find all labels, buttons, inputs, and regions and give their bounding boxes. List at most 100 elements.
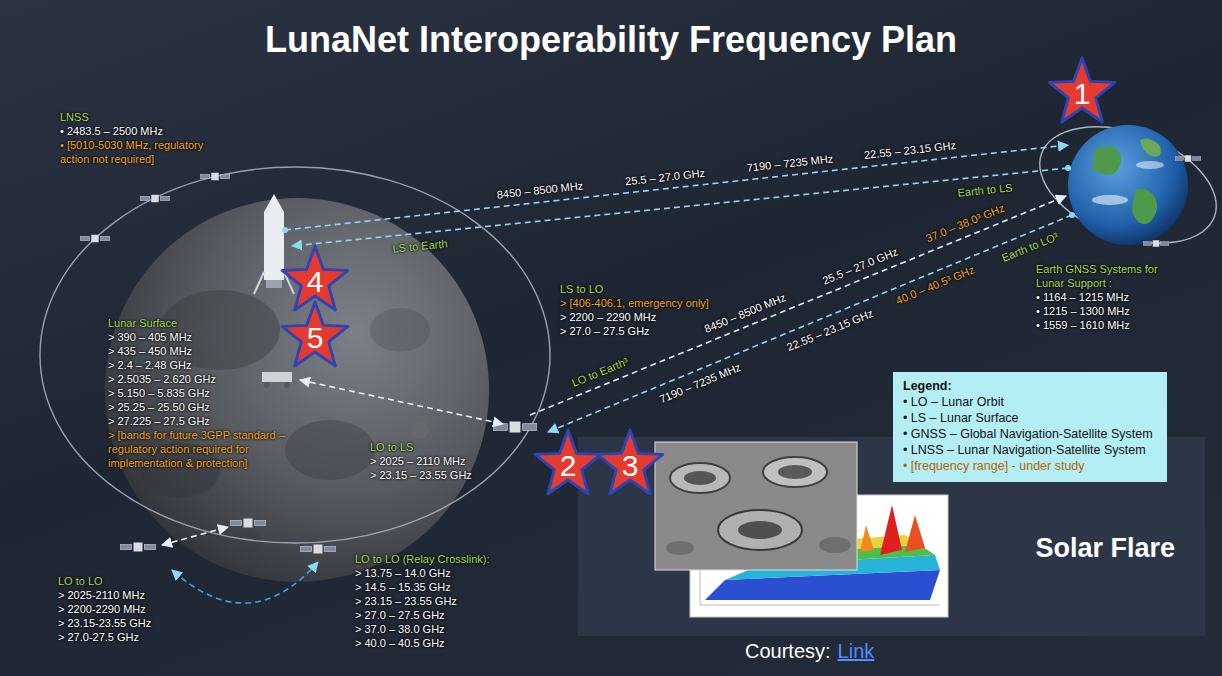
frequency-label: > 435 – 450 MHz: [108, 344, 293, 358]
relay-satellites: [120, 543, 156, 552]
link-text: Link: [838, 638, 875, 664]
legend-box: Legend:• LO – Lunar Orbit• LS – Lunar Su…: [893, 372, 1167, 482]
frequency-label: > 390 – 405 MHz: [108, 330, 293, 344]
link-label: 25.5 – 27.0 GHz: [820, 244, 899, 287]
group-heading: LO to LO (Relay Crosslink):: [355, 552, 515, 566]
lander: [254, 194, 294, 294]
moon-orbit: [40, 167, 550, 543]
link-label: 8450 – 8500 MHz: [496, 178, 584, 201]
frequency-label: > 2025-2110 MHz: [58, 588, 198, 602]
callout-number: 1: [1074, 69, 1091, 111]
rover: [284, 382, 290, 388]
link-arrows: [172, 562, 318, 603]
star-shape: [282, 246, 348, 310]
link-label: 40.0 – 40.5³ GHz: [894, 263, 977, 308]
link-dots: [1069, 212, 1075, 218]
flare-plot: [860, 525, 874, 552]
link-dots: [282, 227, 288, 233]
callout-number: 5: [307, 313, 324, 355]
callout-star: 1: [1046, 55, 1118, 125]
frequency-label: > [bands for future 3GPP standard – regu…: [108, 428, 293, 470]
link-label: Earth to LO³: [1000, 229, 1061, 265]
moon: [411, 421, 429, 439]
earth: [1175, 155, 1201, 162]
lunar-base-photo: [666, 541, 694, 555]
link-label: 22.55 – 23.15 GHz: [785, 306, 876, 354]
relay-satellites: [230, 519, 266, 528]
text-group: LO to LS> 2025 – 2110 MHz> 23.15 – 23.55…: [370, 440, 500, 482]
group-heading: Lunar Surface: [108, 316, 293, 330]
rover: [264, 382, 270, 388]
legend-heading: Legend:: [903, 378, 952, 394]
link-dots: [1065, 165, 1071, 171]
group-heading: LO to LO: [58, 574, 198, 588]
callout-star: 3: [594, 427, 666, 497]
legend-entry: • LNSS – Lunar Navigation-Satellite Syst…: [903, 442, 1146, 458]
text-group: Lunar Surface> 390 – 405 MHz> 435 – 450 …: [108, 316, 293, 470]
callout-number: 2: [560, 441, 577, 483]
frequency-label: • 2483.5 – 2500 MHz: [60, 124, 235, 138]
earth: [1140, 139, 1161, 157]
frequency-label: • 1164 – 1215 MHz: [1036, 290, 1188, 304]
link-arrows: [285, 145, 1068, 230]
callout-number: 3: [622, 441, 639, 483]
moon: [370, 308, 430, 352]
callout-number: 4: [307, 257, 324, 299]
earth: [1068, 125, 1188, 245]
frequency-label: > 2200-2290 MHz: [58, 602, 198, 616]
legend-entry: • GNSS – Global Navigation-Satellite Sys…: [903, 426, 1153, 442]
relay-satellites: [300, 545, 336, 554]
diagram-title: LunaNet Interoperability Frequency Plan: [0, 18, 1222, 62]
lunar-base-photo: [718, 510, 802, 550]
link-arrows: [300, 380, 503, 424]
link-label: 8450 – 8500 MHz: [702, 290, 788, 336]
star-shape: [535, 430, 601, 494]
link-label: 7190 – 7235 MHz: [746, 151, 834, 174]
lnss-satellites: [80, 173, 230, 243]
courtesy-line: Courtesy: Link: [745, 638, 874, 664]
frequency-label: > 2025 – 2110 MHz: [370, 454, 500, 468]
relay-satellites: [120, 422, 537, 554]
lunar-base-photo: [778, 465, 812, 479]
frequency-label: > 23.15 – 23.55 GHz: [355, 594, 515, 608]
moon: [160, 290, 280, 370]
link-label: 37.0 – 38.0³ GHz: [924, 201, 1007, 246]
frequency-label: • 1215 – 1300 MHz: [1036, 304, 1188, 318]
earth: [1132, 189, 1157, 224]
group-heading: LNSS: [60, 110, 235, 124]
frequency-label: • 1559 – 1610 MHz: [1036, 318, 1188, 332]
text-group: LO to LO> 2025-2110 MHz> 2200-2290 MHz> …: [58, 574, 198, 644]
frequency-label: > 5.150 – 5.835 GHz: [108, 386, 293, 400]
link-arrows: [162, 527, 228, 545]
link-label: LO to Earth³: [570, 354, 631, 390]
earth: [1136, 161, 1164, 169]
callout-star: 5: [279, 299, 351, 369]
lnss-satellites: [200, 173, 230, 181]
frequency-label: > [406-406.1, emergency only]: [560, 296, 735, 310]
frequency-label: > 14.5 – 15.35 GHz: [355, 580, 515, 594]
link-label: 7190 – 7235 MHz: [657, 360, 743, 406]
earth: [1143, 240, 1169, 247]
lunar-base-photo: [684, 471, 716, 485]
frequency-label: > 37.0 – 38.0 GHz: [355, 622, 515, 636]
callout-star: 2: [532, 427, 604, 497]
lander: [254, 272, 264, 294]
star-shape: [282, 302, 348, 366]
group-heading: Earth GNSS Systems for Lunar Support :: [1036, 262, 1188, 290]
courtesy-text: Courtesy:: [745, 638, 831, 664]
link-arrows: [548, 215, 1072, 432]
lander: [264, 194, 284, 212]
link-label: 25.5 – 27.0 GHz: [624, 166, 705, 189]
group-heading: LS to LO: [560, 282, 735, 296]
lunar-base-photo: [763, 457, 827, 487]
star-shape: [597, 430, 663, 494]
legend-entry: • LS – Lunar Surface: [903, 410, 1019, 426]
frequency-label: > 2.5035 – 2.620 GHz: [108, 372, 293, 386]
frequency-label: > 40.0 – 40.5 GHz: [355, 636, 515, 650]
lunar-base-photo: [819, 537, 851, 553]
frequency-label: > 23.15 – 23.55 GHz: [370, 468, 500, 482]
lnss-satellites: [80, 235, 110, 243]
flare-plot: [700, 605, 940, 606]
frequency-label: > 25.25 – 25.50 GHz: [108, 400, 293, 414]
